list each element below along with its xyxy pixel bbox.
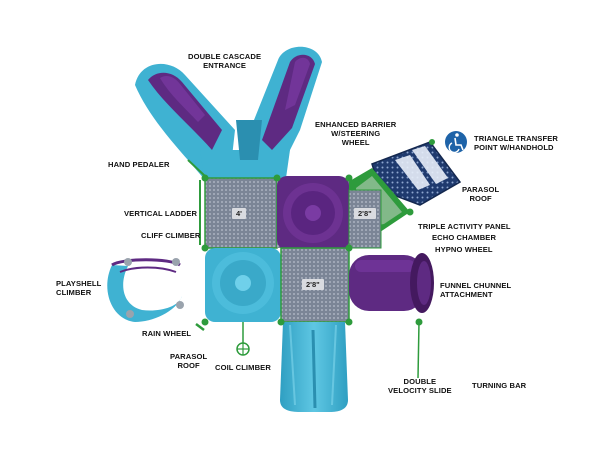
label-hypno-wheel: HYPNO WHEEL xyxy=(435,245,493,254)
deck-2ft8-upper xyxy=(348,189,382,249)
label-echo-chamber: ECHO CHAMBER xyxy=(432,233,497,242)
deck-upper-label: 2'8" xyxy=(354,208,376,219)
label-funnel-chunnel: FUNNEL CHUNNEL ATTACHMENT xyxy=(440,281,512,299)
parasol-roof-purple xyxy=(277,176,349,250)
label-cliff-climber: CLIFF CLIMBER xyxy=(141,231,201,240)
label-turning-bar: TURNING BAR xyxy=(472,381,527,390)
label-rain-wheel: RAIN WHEEL xyxy=(142,329,192,338)
coil-climber-icon xyxy=(236,322,250,356)
playshell-climber xyxy=(107,258,184,322)
turning-bar xyxy=(417,321,420,379)
label-coil-climber: COIL CLIMBER xyxy=(215,363,271,372)
wheelchair-accessibility-icon xyxy=(445,131,467,154)
entrance-divider xyxy=(236,120,262,160)
label-playshell-climber: PLAYSHELL CLIMBER xyxy=(56,279,102,297)
label-hand-pedaler: HAND PEDALER xyxy=(108,160,170,169)
label-double-cascade-entrance: DOUBLE CASCADE ENTRANCE xyxy=(188,52,262,70)
label-parasol-roof-right: PARASOL ROOF xyxy=(462,185,500,203)
label-triangle-transfer: TRIANGLE TRANSFER POINT W/HANDHOLD xyxy=(474,134,558,152)
entrance-base xyxy=(200,150,290,185)
hand-pedaler-handle xyxy=(187,159,206,177)
deck-4ft-label: 4' xyxy=(232,208,246,219)
rain-wheel xyxy=(195,323,205,331)
label-double-velocity-slide: DOUBLE VELOCITY SLIDE xyxy=(388,377,452,395)
green-posts xyxy=(201,139,435,326)
label-triple-activity-panel: TRIPLE ACTIVITY PANEL xyxy=(418,222,511,231)
label-parasol-roof-left: PARASOL ROOF xyxy=(170,352,208,370)
label-vertical-ladder: VERTICAL LADDER xyxy=(124,209,198,218)
deck-lower-label: 2'8" xyxy=(302,279,324,290)
parasol-roof-teal xyxy=(205,248,281,322)
double-velocity-slide xyxy=(280,322,348,412)
double-cascade-entrance-right xyxy=(245,46,322,172)
funnel-chunnel xyxy=(349,253,434,313)
triangle-transfer-point xyxy=(371,141,462,206)
label-enhanced-barrier: ENHANCED BARRIER W/STEERING WHEEL xyxy=(315,120,397,147)
